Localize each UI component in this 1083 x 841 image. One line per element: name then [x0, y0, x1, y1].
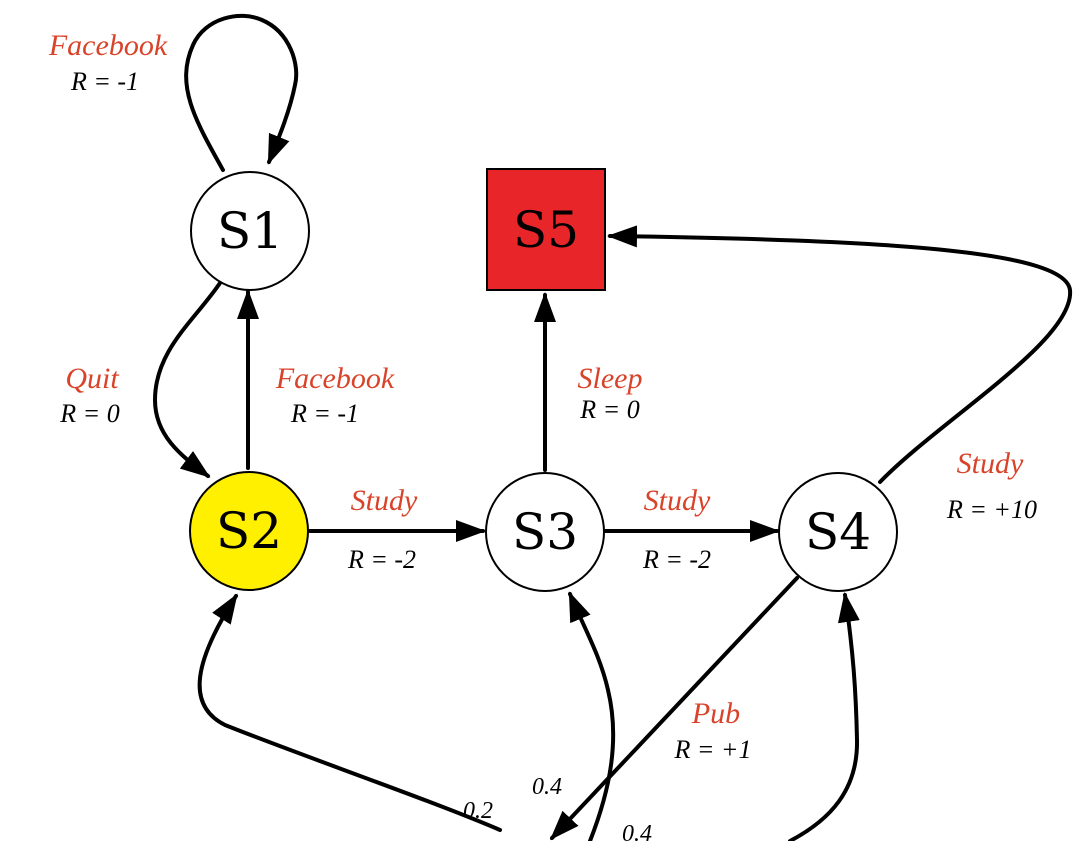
node-s1-label: S1: [217, 202, 283, 260]
label-prob-to-s2: 0.2: [463, 798, 493, 824]
label-s1-s2-reward: R = 0: [59, 399, 119, 428]
edge-pub-to-s4: [788, 592, 860, 841]
edge-pub-to-s3: [568, 591, 616, 841]
label-s2-s3-action: Study: [351, 484, 418, 517]
node-s5-label: S5: [513, 201, 579, 259]
label-s3-s4-reward: R = -2: [642, 545, 711, 574]
node-s5-terminal: S5: [486, 168, 606, 291]
edge-s4-to-s5: [607, 225, 1073, 484]
node-s4: S4: [778, 472, 898, 592]
label-prob-to-s4: 0.4: [622, 821, 652, 841]
label-s1-s2-action: Quit: [65, 362, 119, 395]
node-s3: S3: [485, 472, 605, 592]
label-s3-s5-reward: R = 0: [579, 395, 639, 424]
edge-s4-to-pub: [549, 576, 799, 841]
label-s1-self-action: Facebook: [48, 29, 168, 62]
label-pub-reward: R = +1: [674, 735, 752, 764]
node-s1: S1: [190, 171, 310, 291]
node-s2: S2: [189, 471, 309, 591]
label-s2-s1-reward: R = -1: [290, 399, 359, 428]
node-s2-label: S2: [216, 502, 282, 560]
label-s2-s3-reward: R = -2: [347, 545, 416, 574]
label-prob-to-s3: 0.4: [532, 774, 562, 800]
node-s4-label: S4: [805, 503, 871, 561]
label-s3-s4-action: Study: [644, 484, 711, 517]
edge-pub-to-s2: [197, 593, 502, 832]
label-s3-s5-action: Sleep: [578, 362, 643, 395]
label-s4-s5-reward: R = +10: [946, 495, 1037, 524]
node-s3-label: S3: [512, 503, 578, 561]
label-s2-s1-action: Facebook: [275, 362, 395, 395]
label-s1-self-reward: R = -1: [70, 67, 139, 96]
label-pub-action: Pub: [691, 697, 740, 730]
edge-s1-self-loop: [184, 13, 299, 172]
label-s4-s5-action: Study: [957, 447, 1024, 480]
edge-s1-to-s2: [152, 281, 222, 478]
